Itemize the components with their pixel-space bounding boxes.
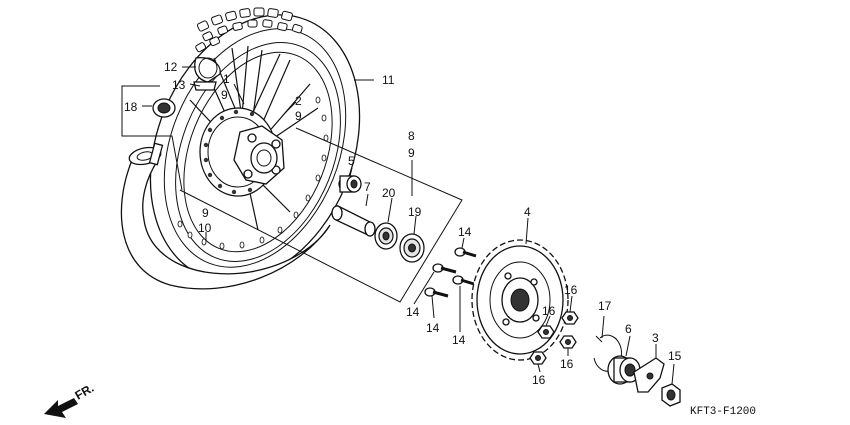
axle-nut [661, 383, 681, 407]
sprocket-nuts [529, 311, 579, 365]
front-direction-arrow: FR. [44, 381, 96, 418]
callout-10: 10 [198, 221, 212, 235]
final-driven-sprocket [471, 239, 569, 361]
callout-14: 14 [452, 333, 466, 347]
callout-14: 14 [406, 305, 420, 319]
bolt-14-a [454, 247, 477, 258]
callout-15: 15 [668, 349, 682, 363]
callout-17: 17 [598, 299, 612, 313]
wheel-hub [199, 107, 285, 197]
callout-7: 7 [364, 180, 371, 194]
bearing-19 [399, 233, 425, 263]
diagram-code: KFT3-F1200 [690, 406, 756, 418]
rim-spoke-holes [177, 96, 329, 250]
callout-6: 6 [625, 322, 632, 336]
front-label: FR. [73, 381, 97, 403]
callout-18: 18 [124, 100, 138, 114]
callout-5: 5 [348, 154, 355, 168]
bolt-14-b [432, 263, 457, 274]
rim [175, 42, 341, 262]
inner-tube [120, 142, 331, 290]
distance-collar [338, 175, 362, 193]
callouts: 12 13 1 9 18 11 2 9 8 9 5 7 20 19 9 10 4… [124, 60, 682, 387]
callout-12: 12 [164, 60, 178, 74]
bolt-14-c [452, 275, 475, 286]
sprocket-bolts [424, 247, 477, 298]
nut-16-d [529, 351, 547, 365]
callout-8: 8 [408, 129, 415, 143]
callout-11: 11 [382, 73, 395, 87]
callout-16: 16 [542, 304, 556, 318]
nut-16-c [559, 335, 577, 349]
callout-9: 9 [408, 146, 415, 160]
bracket-8-9 [179, 127, 463, 303]
callout-16: 16 [560, 357, 574, 371]
rim-band [194, 57, 221, 83]
axle-spacer [331, 205, 376, 238]
tire-tread [195, 7, 303, 53]
callout-19: 19 [408, 205, 422, 219]
callout-3: 3 [652, 331, 659, 345]
callout-16: 16 [532, 373, 546, 387]
callout-2: 2 [295, 94, 302, 108]
callout-14: 14 [458, 225, 472, 239]
callout-14: 14 [426, 321, 440, 335]
valve-cap [193, 81, 217, 91]
callout-9: 9 [295, 109, 302, 123]
dust-seal [152, 98, 176, 118]
callout-16: 16 [564, 283, 578, 297]
callout-4: 4 [524, 205, 531, 219]
bolt-14-d [424, 287, 449, 298]
nut-16-a [561, 311, 579, 325]
bracket-18 [121, 85, 183, 191]
callout-20: 20 [382, 186, 396, 200]
callout-13: 13 [172, 78, 186, 92]
nut-16-b [537, 325, 555, 339]
callout-1: 1 [223, 72, 230, 86]
callout-9: 9 [202, 206, 209, 220]
callout-9: 9 [221, 88, 228, 102]
bearing-20 [374, 222, 398, 250]
flange-collar [607, 355, 641, 385]
leader-lines [142, 66, 675, 385]
